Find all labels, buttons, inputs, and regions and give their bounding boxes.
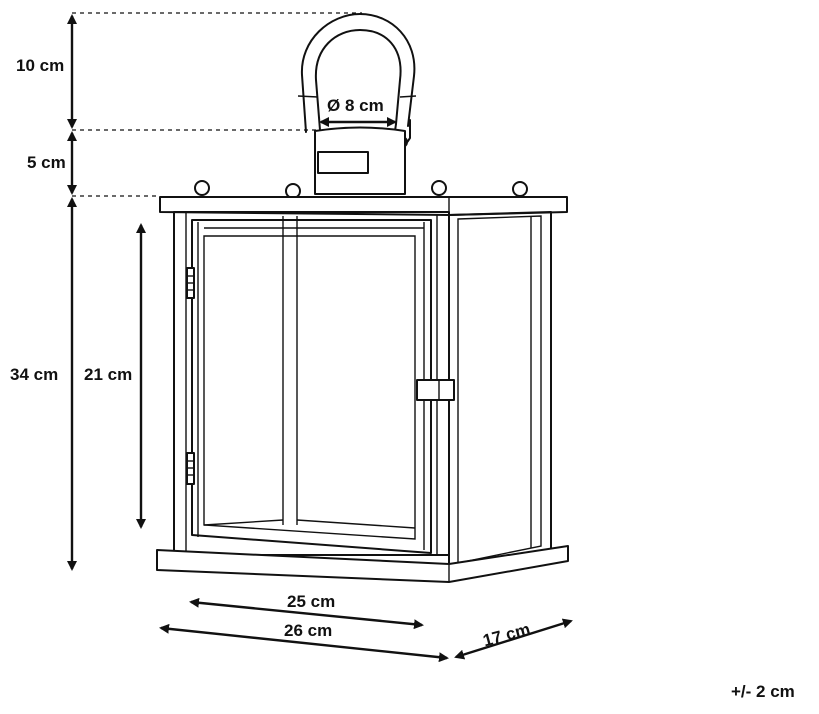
depth-arrow: [454, 618, 573, 660]
side-frame-inner: [457, 215, 542, 564]
depth-label: 17 cm: [481, 620, 532, 651]
outer-width-arrow: [159, 623, 449, 663]
back-floor-line-2: [296, 519, 416, 529]
handle-outer-loop: [300, 13, 416, 133]
inner-width-label: 25 cm: [287, 592, 335, 611]
outer-width-label: 26 cm: [284, 621, 332, 640]
roof-knob-1: [194, 180, 210, 196]
inner-width-arrow: [189, 597, 424, 630]
door-inner-frame: [203, 235, 416, 540]
roof-knob-4: [512, 181, 528, 197]
body-height-label: 34 cm: [10, 365, 58, 384]
dimension-labels: 10 cm 5 cm 34 cm 21 cm Ø 8 cm 25 cm 26 c…: [10, 56, 795, 701]
cap-slot: [317, 151, 369, 174]
handle-strap-left: [297, 95, 319, 98]
lantern-cap: [194, 126, 528, 199]
cap-height-label: 5 cm: [27, 153, 66, 172]
handle-diameter-label: Ø 8 cm: [327, 96, 384, 115]
horizontal-dimensions: [159, 117, 573, 663]
vertical-dimensions: [67, 13, 146, 571]
door-frame: [191, 219, 432, 554]
front-frame: [173, 211, 450, 556]
tolerance-label: +/- 2 cm: [731, 682, 795, 701]
side-frame: [448, 211, 552, 573]
handle-inner-loop: [314, 29, 402, 131]
extension-lines: [72, 12, 362, 197]
roof-knob-2: [285, 183, 301, 199]
back-floor-line: [203, 519, 284, 526]
base-plate: [156, 545, 569, 583]
handle-height-label: 10 cm: [16, 56, 64, 75]
lantern-body: [156, 196, 569, 583]
glass-height-label: 21 cm: [84, 365, 132, 384]
roof-knob-3: [431, 180, 447, 196]
door-latch: [416, 379, 455, 401]
handle-strap-right: [399, 95, 417, 98]
